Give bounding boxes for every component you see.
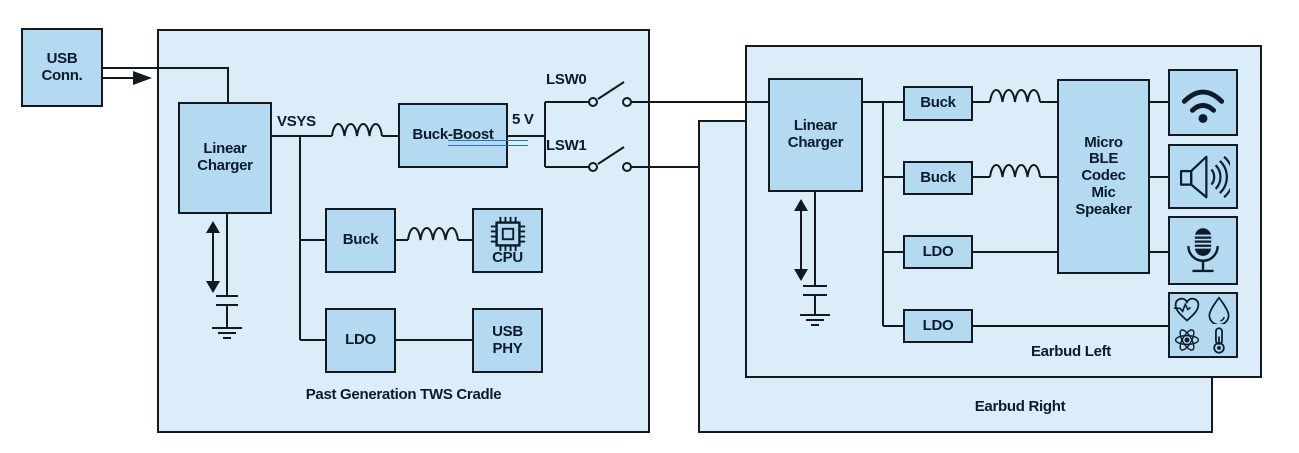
droplet-icon (1208, 296, 1230, 324)
thermometer-icon (1213, 327, 1225, 354)
cradle-linear-charger-block: Linear Charger (178, 102, 272, 214)
soc-label: Micro BLE Codec Mic Speaker (1075, 133, 1132, 218)
cradle-box (157, 29, 650, 433)
earbud-buck1-block: Buck (903, 86, 973, 121)
cradle-buck-block: Buck (325, 208, 396, 273)
speaker-icon (1179, 155, 1230, 198)
earbud-left-title: Earbud Left (1030, 343, 1112, 360)
linear-charger-label: Linear Charger (197, 140, 253, 174)
usb-conn-block: USB Conn. (21, 28, 103, 107)
buck-label: Buck (342, 231, 379, 249)
lsw0-label: LSW0 (546, 71, 587, 88)
cradle-ldo-block: LDO (325, 308, 396, 373)
sensor-icon-grid (1173, 296, 1233, 354)
five-v-label: 5 V (512, 111, 534, 128)
grammar-check-underline (448, 140, 528, 146)
cpu-block: CPU (472, 208, 543, 273)
earbud-ldo1-block: LDO (903, 235, 973, 269)
usb-phy-block: USB PHY (472, 308, 543, 373)
microphone-block (1168, 216, 1238, 285)
audio-out-block (1168, 144, 1238, 209)
ldo-label: LDO (922, 242, 954, 260)
chip-icon (490, 216, 525, 251)
buck-boost-label: Buck-Boost (412, 126, 494, 144)
ldo-label: LDO (922, 316, 954, 334)
earbud-right-title: Earbud Right (974, 398, 1066, 415)
cpu-label: CPU (492, 248, 523, 266)
buck-label: Buck (920, 94, 956, 112)
linear-charger-label: Linear Charger (787, 117, 844, 151)
buck-label: Buck (920, 168, 956, 186)
cradle-title: Past Generation TWS Cradle (305, 386, 502, 403)
wifi-icon (1181, 89, 1225, 123)
mic-icon (1187, 227, 1219, 272)
earbud-buck2-block: Buck (903, 161, 973, 195)
earbud-ldo2-block: LDO (903, 309, 973, 343)
ldo-label: LDO (345, 331, 376, 349)
lsw1-label: LSW1 (546, 137, 587, 154)
earbud-linear-charger-block: Linear Charger (768, 78, 863, 192)
vsys-label: VSYS (277, 113, 316, 130)
usb-phy-label: USB PHY (492, 322, 523, 357)
atom-icon (1174, 329, 1200, 351)
wireless-block (1168, 69, 1238, 136)
sensors-block (1168, 292, 1238, 358)
heart-pulse-icon (1173, 297, 1200, 322)
buck-boost-block: Buck-Boost (398, 103, 508, 168)
soc-block: Micro BLE Codec Mic Speaker (1057, 79, 1150, 274)
arrow-right-icon (133, 71, 152, 85)
usb-conn-label: USB Conn. (41, 49, 83, 84)
